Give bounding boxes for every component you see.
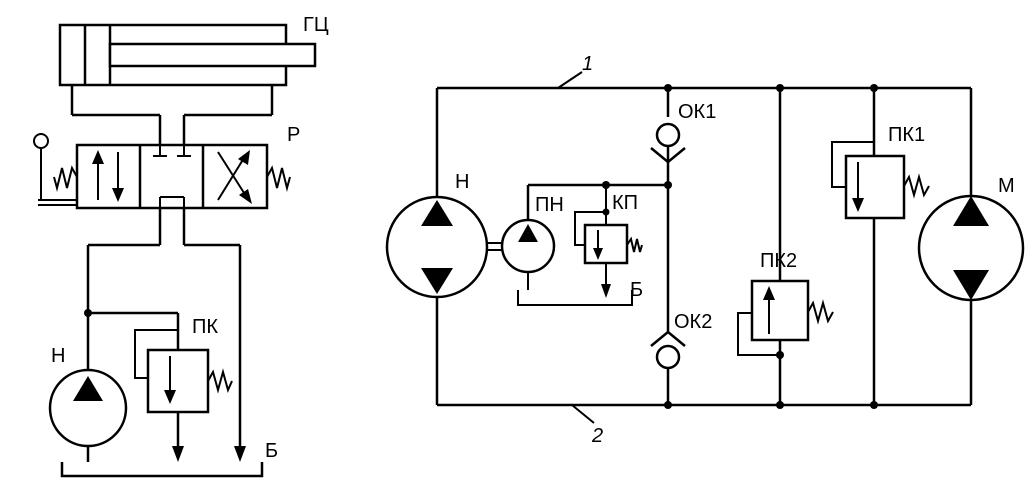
- hydraulic-cylinder: [58, 23, 317, 155]
- relief1-label: ПК1: [888, 124, 925, 146]
- charge-pump-label: ПН: [535, 194, 564, 216]
- tank-left: [60, 462, 264, 478]
- cylinder-label: ГЦ: [303, 14, 329, 36]
- relief2-label: ПК2: [760, 250, 797, 272]
- pump-left: [48, 368, 128, 462]
- main-pump-label: Н: [455, 171, 469, 193]
- hydraulic-motor: [917, 194, 1025, 302]
- check1-label: ОК1: [678, 101, 716, 123]
- relief-valve-pk2: [737, 279, 834, 356]
- charge-relief-valve: [574, 185, 643, 298]
- line-1-label: 1: [582, 53, 593, 75]
- check-valve-ok2: [650, 330, 686, 370]
- directional-valve: [33, 133, 291, 210]
- charge-tank-label: Б: [630, 279, 643, 301]
- line-2-label: 2: [591, 425, 603, 447]
- tank-label-left: Б: [265, 440, 278, 462]
- valve-label: Р: [287, 124, 300, 146]
- relief-valve-pk: [134, 329, 233, 414]
- pump-label-left: Н: [51, 345, 65, 367]
- motor-label: М: [998, 175, 1015, 197]
- main-pump: [385, 195, 502, 299]
- left-hydraulic-circuit: ГЦ: [33, 14, 329, 478]
- charge-pump: [500, 183, 668, 290]
- charge-tank: [517, 290, 633, 306]
- relief-label: ПК: [192, 316, 218, 338]
- relief-valve-pk1: [831, 141, 930, 220]
- check2-label: ОК2: [674, 311, 712, 333]
- right-hydraulic-circuit: 1 2 Н ПН: [385, 53, 1025, 447]
- charge-relief-label: КП: [612, 192, 638, 214]
